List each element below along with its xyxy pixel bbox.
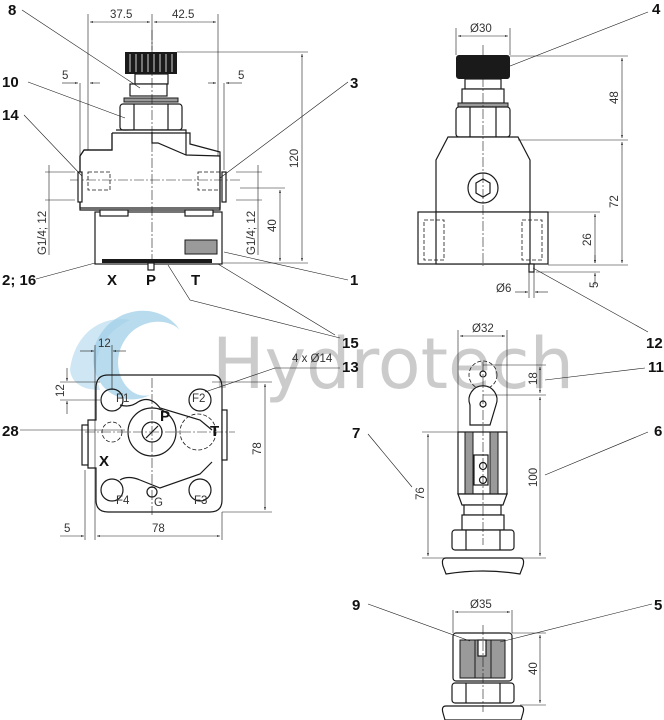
- watermark-text: Hydrotech: [212, 323, 574, 405]
- dim-dia-30: Ø30: [470, 23, 492, 35]
- dim-dia-32: Ø32: [472, 323, 494, 335]
- dim-12-y: 12: [55, 384, 67, 397]
- dim-5-right: 5: [238, 70, 244, 82]
- hole-g-label: G: [154, 497, 163, 509]
- port-size-right: G1/4; 12: [246, 211, 258, 255]
- callout-28: 28: [2, 423, 19, 440]
- dim-100: 100: [528, 468, 540, 487]
- callout-15: 15: [342, 335, 359, 352]
- dim-5-left: 5: [62, 70, 68, 82]
- side-view: 37.5 42.5 5 5 120 40 G1/4; 12: [2, 2, 359, 352]
- callout-2-16: 2; 16: [2, 272, 36, 289]
- dim-5-offset: 5: [64, 523, 70, 535]
- cap-view: Ø35 40 9 5: [352, 597, 662, 720]
- bottom-port-t: T: [210, 423, 219, 440]
- dim-dia-35: Ø35: [470, 599, 492, 611]
- bottom-port-p: P: [160, 408, 170, 425]
- dim-dia-6: Ø6: [496, 283, 511, 295]
- dim-holes-4x14: 4 x Ø14: [292, 353, 333, 365]
- callout-8: 8: [8, 2, 16, 19]
- dim-76: 76: [415, 487, 427, 500]
- lockable-view: Ø32 18 100 76 11 7 6: [352, 323, 664, 575]
- dim-37-5: 37.5: [110, 9, 132, 21]
- port-x-label: X: [107, 272, 117, 289]
- adjustment-knob: [125, 52, 177, 74]
- bottom-port-x: X: [99, 453, 109, 470]
- dim-26: 26: [582, 233, 594, 246]
- port-t-label: T: [191, 272, 200, 289]
- dim-78-width: 78: [152, 523, 165, 535]
- hole-f3-label: F3: [194, 495, 207, 507]
- port-p-label: P: [146, 272, 156, 289]
- port-size-left: G1/4; 12: [37, 211, 49, 255]
- callout-11: 11: [648, 359, 664, 376]
- dim-48: 48: [609, 91, 621, 104]
- callout-7: 7: [352, 425, 360, 442]
- callout-3: 3: [350, 75, 358, 92]
- dim-40-cap: 40: [528, 662, 540, 675]
- dim-40: 40: [267, 219, 279, 232]
- callout-13: 13: [342, 359, 359, 376]
- hole-f2-label: F2: [192, 393, 205, 405]
- callout-12: 12: [646, 335, 663, 352]
- dim-72: 72: [609, 195, 621, 208]
- dim-42-5: 42.5: [172, 9, 194, 21]
- watermark: Hydrotech: [70, 310, 574, 405]
- dim-12-x: 12: [98, 338, 111, 350]
- dim-78-height: 78: [252, 442, 264, 455]
- callout-9: 9: [352, 597, 360, 614]
- dim-120: 120: [289, 149, 301, 168]
- callout-6: 6: [654, 423, 662, 440]
- front-view: Ø30 48 72 26 5 Ø6 4 12: [417, 1, 663, 352]
- callout-5: 5: [654, 597, 662, 614]
- callout-1: 1: [350, 272, 358, 289]
- hole-f4-label: F4: [116, 495, 130, 507]
- dim-5-pin: 5: [589, 282, 601, 288]
- dim-18: 18: [528, 372, 540, 385]
- callout-14: 14: [2, 107, 19, 124]
- watermark-logo: [93, 310, 180, 400]
- callout-4: 4: [652, 1, 661, 18]
- bottom-view: F1 F2 F3 F4 G P T X 12 12 78 78 5 4 x Ø1…: [2, 338, 359, 540]
- callout-10: 10: [2, 74, 19, 91]
- hole-f1-label: F1: [116, 393, 129, 405]
